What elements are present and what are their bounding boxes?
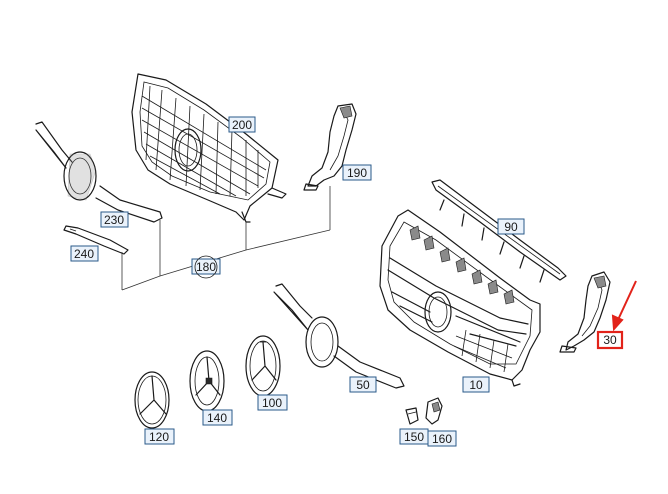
leader-180 <box>121 186 331 291</box>
highlight-arrow-icon <box>611 280 637 332</box>
label-150-text: 150 <box>404 430 424 444</box>
bracket-30 <box>559 271 611 353</box>
label-120-text: 120 <box>149 430 169 444</box>
label-150[interactable]: 150 <box>399 428 429 445</box>
label-230-text: 230 <box>104 213 124 227</box>
clip-150 <box>405 407 419 425</box>
label-30-text: 30 <box>603 333 617 347</box>
bracket-160 <box>425 397 443 425</box>
label-140-text: 140 <box>207 411 227 425</box>
label-240-text: 240 <box>74 247 94 261</box>
label-30[interactable]: 30 <box>596 330 624 350</box>
label-100[interactable]: 100 <box>257 394 288 411</box>
trim-230 <box>35 121 163 223</box>
label-240[interactable]: 240 <box>70 245 99 262</box>
label-100-text: 100 <box>262 396 282 410</box>
emblem-120 <box>134 371 170 429</box>
label-200[interactable]: 200 <box>228 116 256 133</box>
label-180-text: 180 <box>196 260 216 274</box>
label-190-text: 190 <box>347 166 367 180</box>
emblem-100 <box>245 335 281 397</box>
label-230[interactable]: 230 <box>100 211 129 228</box>
trim-50 <box>273 283 405 389</box>
label-200-text: 200 <box>232 118 252 132</box>
label-90[interactable]: 90 <box>497 218 525 235</box>
emblem-140 <box>189 350 225 412</box>
bracket-190 <box>303 103 357 191</box>
label-50[interactable]: 50 <box>349 376 377 393</box>
label-160-text: 160 <box>432 432 452 446</box>
grille-200 <box>131 73 287 223</box>
grille-10 <box>379 209 541 387</box>
label-10-text: 10 <box>469 378 483 392</box>
label-120[interactable]: 120 <box>144 428 175 445</box>
strip-240 <box>63 225 129 255</box>
label-190[interactable]: 190 <box>342 164 372 181</box>
label-10[interactable]: 10 <box>462 376 490 393</box>
label-180[interactable]: 180 <box>191 255 221 279</box>
label-90-text: 90 <box>504 220 518 234</box>
label-160[interactable]: 160 <box>427 430 457 447</box>
label-50-text: 50 <box>356 378 370 392</box>
label-140[interactable]: 140 <box>202 409 233 426</box>
